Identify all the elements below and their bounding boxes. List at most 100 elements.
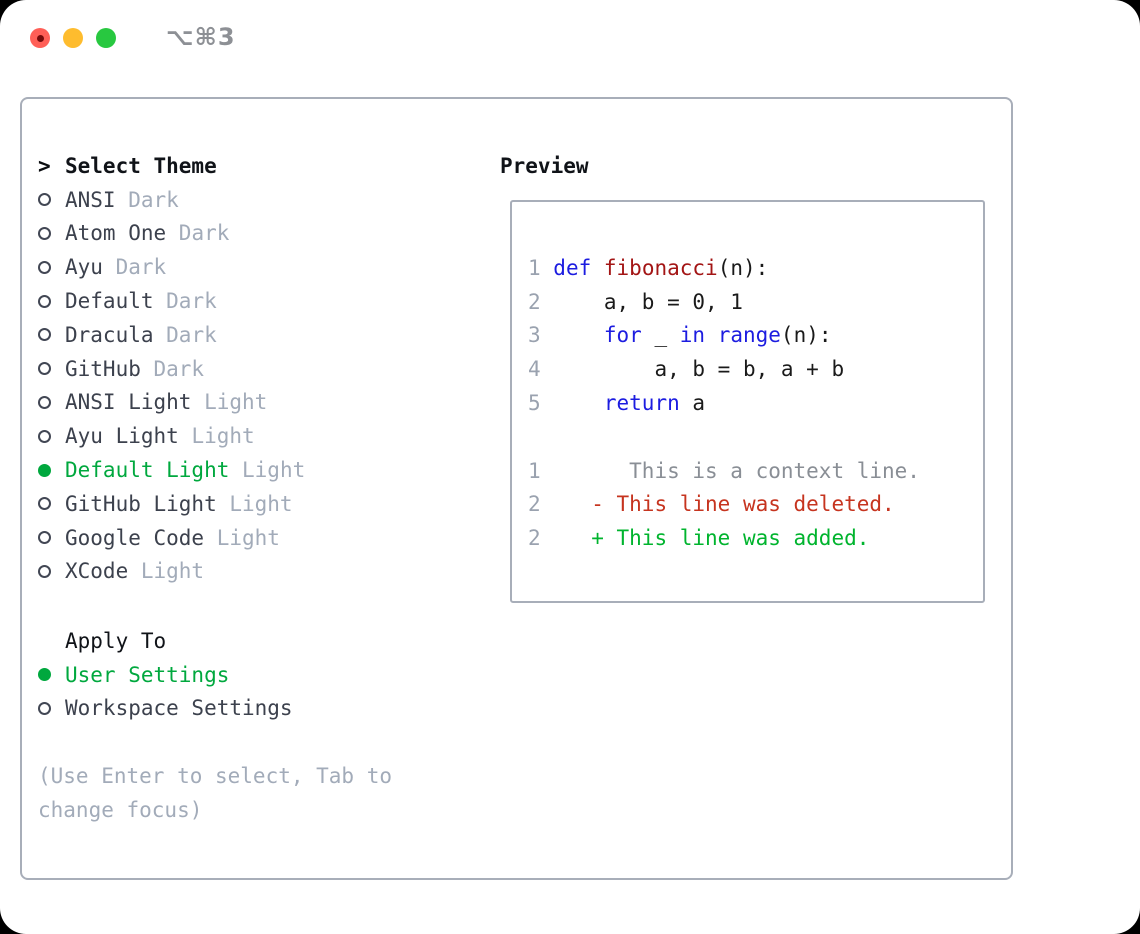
theme-variant: Light (191, 390, 268, 415)
radio-unselected-icon (38, 429, 51, 443)
theme-name: Dracula (65, 322, 154, 347)
radio-unselected-icon (38, 362, 51, 376)
preview-line: 2 a, b = 0, 1 (528, 285, 983, 319)
theme-name: Google Code (65, 525, 205, 550)
theme-variant: Dark (102, 255, 167, 280)
apply-option-user-settings[interactable]: User Settings (38, 658, 293, 692)
help-text: (Use Enter to select, Tab to change focu… (38, 764, 393, 822)
code-token (705, 323, 718, 347)
line-number: 1 (528, 255, 541, 280)
radio-icon (38, 294, 65, 308)
theme-variant: Light (229, 458, 306, 483)
theme-variant: Light (178, 424, 255, 449)
theme-variant: Dark (140, 356, 205, 381)
select-theme-header: Select Theme (65, 153, 217, 178)
radio-unselected-icon (38, 328, 51, 342)
theme-name: Default (65, 289, 154, 314)
radio-unselected-icon (38, 564, 51, 578)
radio-unselected-icon (38, 531, 51, 545)
preview-line: 5 return a (528, 386, 983, 420)
theme-option-ansi[interactable]: ANSI Dark (38, 183, 305, 217)
code-token: def (553, 255, 592, 280)
code-token: fibonacci (603, 255, 718, 280)
line-number: 2 (528, 289, 541, 314)
radio-selected-icon (38, 463, 51, 477)
line-number: 2 (528, 526, 541, 551)
code-token: (n): (717, 255, 769, 280)
line-number: 1 (528, 458, 541, 483)
line-number: 2 (528, 492, 541, 517)
radio-icon (38, 497, 65, 511)
radio-unselected-icon (38, 260, 51, 274)
radio-unselected-icon (38, 395, 51, 409)
preview-header: Preview (500, 153, 589, 178)
radio-selected-icon (38, 668, 51, 682)
theme-variant: Light (128, 559, 205, 584)
theme-variant: Dark (153, 289, 217, 314)
radio-icon (38, 531, 65, 545)
theme-option-default[interactable]: Default Dark (38, 284, 305, 318)
maximize-button[interactable] (96, 28, 116, 48)
theme-name: GitHub Light (65, 491, 217, 516)
radio-icon (38, 395, 65, 409)
theme-name: Default Light (65, 458, 230, 483)
theme-option-ayu[interactable]: Ayu Dark (38, 250, 305, 284)
line-number: 3 (528, 323, 541, 348)
theme-name: Ayu Light (65, 424, 179, 449)
radio-icon (38, 226, 65, 240)
theme-option-xcode[interactable]: XCode Light (38, 555, 305, 589)
code-token (591, 256, 604, 280)
close-button[interactable] (30, 28, 50, 48)
line-number: 4 (528, 357, 541, 382)
theme-option-github-light[interactable]: GitHub Light Light (38, 487, 305, 521)
code-token: range (717, 323, 781, 348)
preview-line: 2 - This line was deleted. (528, 488, 983, 522)
radio-unselected-icon (38, 497, 51, 511)
record-dot-icon (36, 34, 44, 42)
radio-unselected-icon (38, 294, 51, 308)
code-token: _ (641, 323, 680, 348)
radio-icon (38, 429, 65, 443)
preview-line: 2 + This line was added. (528, 521, 983, 555)
radio-unselected-icon (38, 226, 51, 240)
theme-name: ANSI (65, 187, 116, 212)
radio-icon (38, 463, 65, 477)
code-token: in (679, 323, 706, 348)
radio-icon (38, 362, 65, 376)
theme-variant: Light (204, 525, 280, 550)
radio-icon (38, 328, 65, 342)
theme-option-ayu-light[interactable]: Ayu Light Light (38, 419, 305, 453)
theme-option-atom-one[interactable]: Atom One Dark (38, 217, 305, 251)
minimize-button[interactable] (63, 28, 83, 48)
code-token (553, 323, 604, 347)
theme-name: GitHub (65, 356, 141, 381)
code-token: a, b = b, a + b (553, 357, 845, 382)
radio-icon (38, 668, 65, 682)
code-token: a, b = 0, 1 (553, 289, 743, 314)
code-token (553, 391, 604, 415)
theme-option-dracula[interactable]: Dracula Dark (38, 318, 305, 352)
theme-name: Ayu (65, 255, 103, 280)
theme-name: Atom One (65, 221, 167, 246)
radio-icon (38, 260, 65, 274)
preview-line: 1 def fibonacci(n): (528, 251, 983, 285)
theme-option-google-code[interactable]: Google Code Light (38, 521, 305, 555)
theme-option-github[interactable]: GitHub Dark (38, 352, 305, 386)
radio-icon (38, 701, 65, 715)
radio-unselected-icon (38, 701, 51, 715)
preview-line: 3 for _ in range(n): (528, 319, 983, 353)
theme-option-default-light[interactable]: Default Light Light (38, 453, 305, 487)
preview-line: 4 a, b = b, a + b (528, 352, 983, 386)
radio-icon (38, 193, 65, 207)
apply-option-workspace-settings[interactable]: Workspace Settings (38, 692, 293, 726)
theme-option-ansi-light[interactable]: ANSI Light Light (38, 386, 305, 420)
apply-to-header: Apply To (65, 628, 167, 653)
code-token: return (603, 391, 680, 416)
code-token: a (679, 391, 706, 416)
apply-target-name: User Settings (65, 662, 230, 687)
preview-line: 1 This is a context line. (528, 454, 983, 488)
